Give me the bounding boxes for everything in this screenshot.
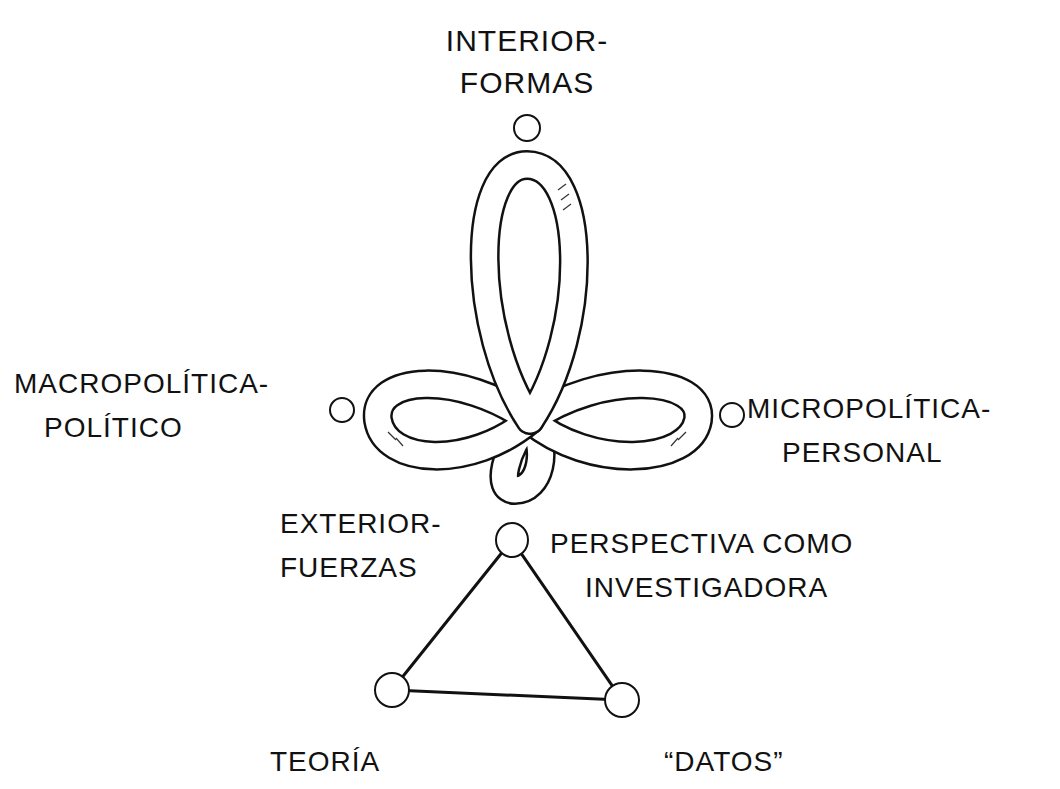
node-label: INTERIOR- FORMAS bbox=[412, 20, 642, 104]
hatch-line bbox=[561, 194, 569, 200]
hatch-line bbox=[563, 204, 571, 210]
node-circle: MICROPOLÍTICA- PERSONAL bbox=[719, 402, 745, 428]
node-label: MACROPOLÍTICA- POLÍTICO bbox=[14, 362, 319, 450]
node-circle: “DATOS” bbox=[604, 682, 640, 718]
node-label: MICROPOLÍTICA- PERSONAL bbox=[747, 387, 1055, 475]
hatch-line bbox=[671, 438, 678, 446]
hatch-line bbox=[558, 184, 566, 190]
connector-line bbox=[403, 554, 501, 676]
hatch-line bbox=[388, 432, 396, 440]
ribbon-shading bbox=[388, 184, 686, 446]
ribbon-lobe bbox=[485, 165, 574, 420]
node-circle: TEORÍA bbox=[374, 672, 410, 708]
hatch-line bbox=[678, 432, 686, 440]
node-label: “DATOS” bbox=[664, 742, 864, 782]
connector-line bbox=[410, 691, 604, 699]
node-circle: MACROPOLÍTICA- POLÍTICO bbox=[329, 397, 355, 423]
node-circle: INTERIOR- FORMAS bbox=[513, 114, 541, 142]
node-label: TEORÍA bbox=[270, 742, 470, 782]
node-label: PERSPECTIVA COMO INVESTIGADORA bbox=[550, 522, 895, 610]
node-label: EXTERIOR- FUERZAS bbox=[280, 502, 475, 590]
ribbon-lobe bbox=[485, 165, 574, 420]
hatch-line bbox=[396, 438, 403, 446]
node-circle: EXTERIOR- FUERZASPERSPECTIVA COMO INVEST… bbox=[495, 522, 529, 558]
